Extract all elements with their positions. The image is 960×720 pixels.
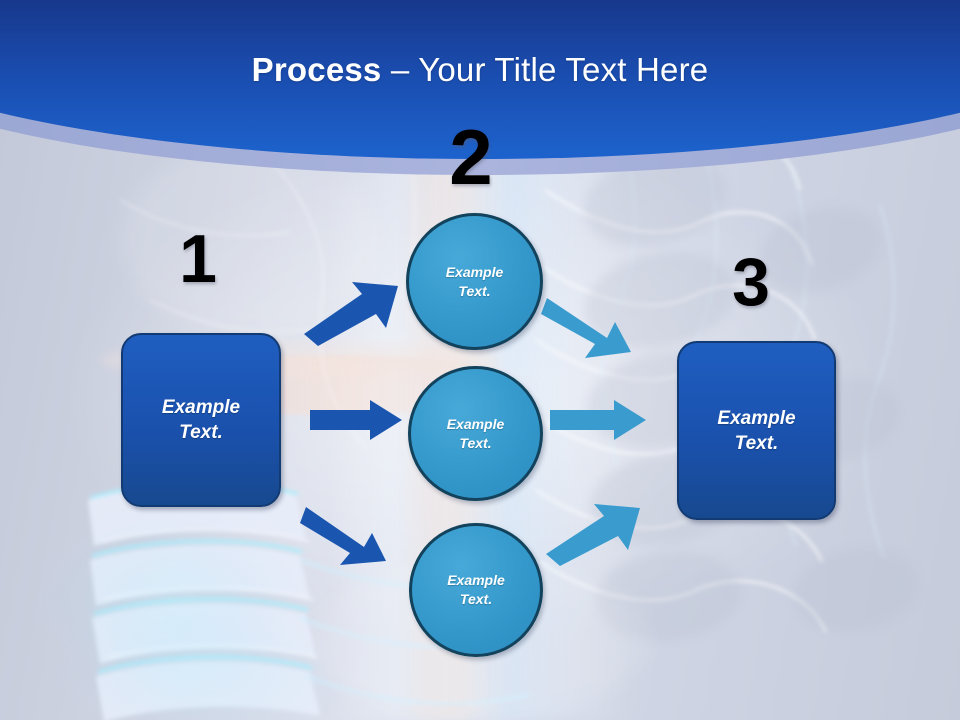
process-circle-bottom[interactable]: Example Text. (409, 523, 543, 657)
process-box-right[interactable]: Example Text. (677, 341, 836, 520)
page-title: Process – Your Title Text Here (0, 50, 960, 90)
process-circle-middle[interactable]: Example Text. (408, 366, 543, 501)
arrow-right-middle-icon (550, 400, 646, 440)
process-box-right-text: Example Text. (717, 407, 796, 454)
header-shape (0, 0, 960, 175)
arrow-left-middle-icon (310, 400, 402, 440)
step-number-2: 2 (449, 113, 493, 201)
process-circle-top-text: Example Text. (445, 263, 504, 299)
process-circle-bottom-text: Example Text. (447, 572, 505, 607)
process-box-left-text: Example Text. (161, 397, 241, 443)
step-number-1: 1 (179, 221, 217, 297)
title-bold-part: Process (251, 51, 382, 88)
arrow-right-down-icon (541, 298, 631, 358)
arrow-right-up-icon (546, 504, 640, 566)
process-circle-middle-text: Example Text. (446, 415, 505, 451)
process-box-left[interactable]: Example Text. (121, 333, 281, 507)
arrow-left-down-icon (300, 507, 386, 565)
title-rest-part: Your Title Text Here (418, 51, 709, 88)
header-banner: Process – Your Title Text Here (0, 0, 960, 185)
process-circle-top[interactable]: Example Text. (406, 213, 543, 350)
title-separator: – (381, 51, 419, 88)
arrow-left-up-icon (304, 282, 398, 346)
step-number-3: 3 (732, 244, 770, 320)
